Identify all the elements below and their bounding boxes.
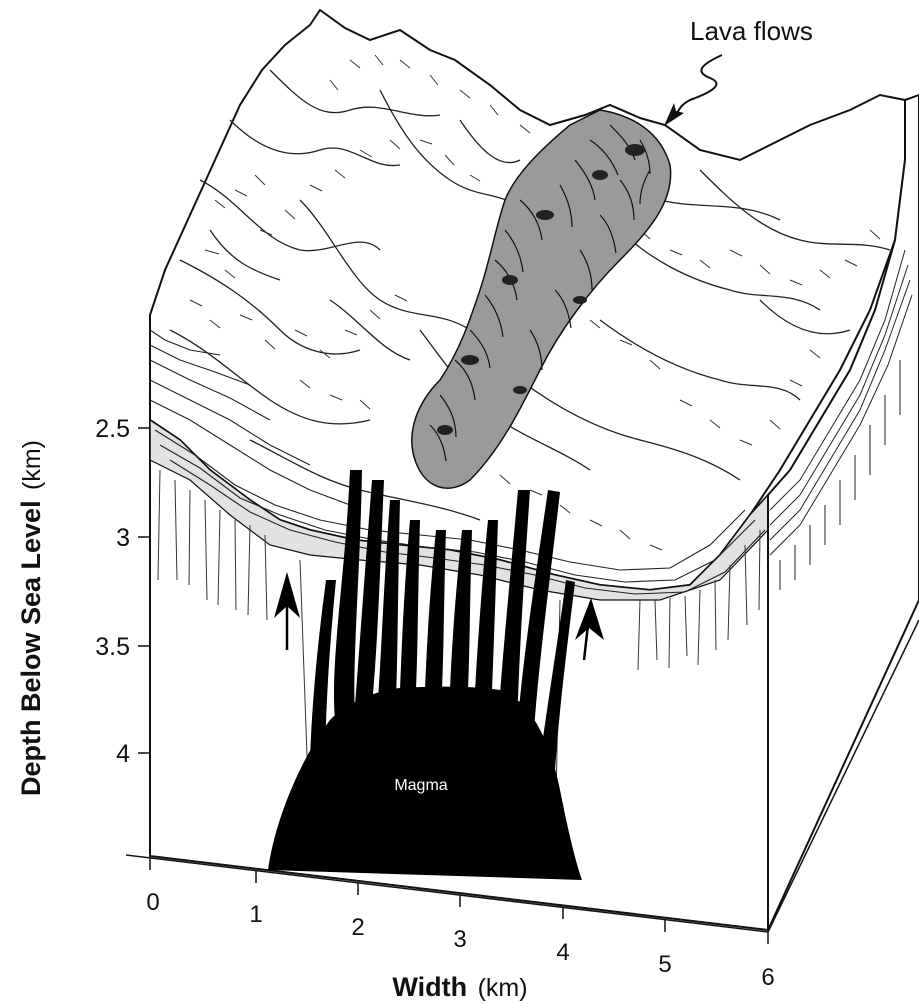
x-axis-title: Width (km) [392, 972, 527, 1002]
magma-label: Magma [394, 777, 447, 794]
x-axis-unit-text: (km) [478, 974, 528, 1002]
lava-flow-field [411, 109, 672, 489]
side-face [767, 93, 919, 931]
side-face-lines [769, 249, 913, 590]
x-axis-line [125, 854, 769, 933]
x-tick-label: 1 [249, 901, 262, 928]
y-axis-unit-text: (km) [18, 440, 46, 490]
y-tick-label: 4 [116, 740, 130, 768]
side-base-line [767, 619, 919, 933]
x-tick-label: 5 [658, 951, 671, 978]
y-tick-label: 2.5 [95, 415, 130, 443]
upwelling-arrows [274, 572, 604, 661]
lava-flows-callout-arrow [664, 54, 723, 126]
x-tick-label: 3 [453, 926, 466, 953]
x-tick-label: 4 [556, 939, 569, 966]
x-tick-label: 2 [351, 914, 364, 941]
y-tick-label: 3.5 [95, 633, 130, 661]
front-layer-band [149, 315, 769, 601]
y-tick-label: 3 [116, 524, 130, 552]
y-ticks [138, 427, 150, 754]
y-axis-title-text: Depth Below Sea Level [16, 500, 46, 796]
lava-flows-label: Lava flows [690, 16, 813, 46]
magma-chamber [268, 470, 582, 880]
y-axis-title: Depth Below Sea Level (km) [16, 440, 46, 796]
x-tick-label: 6 [761, 964, 774, 991]
x-tick-label: 0 [146, 889, 159, 916]
x-axis-title-text: Width [392, 972, 467, 1002]
x-ticks [149, 858, 769, 944]
